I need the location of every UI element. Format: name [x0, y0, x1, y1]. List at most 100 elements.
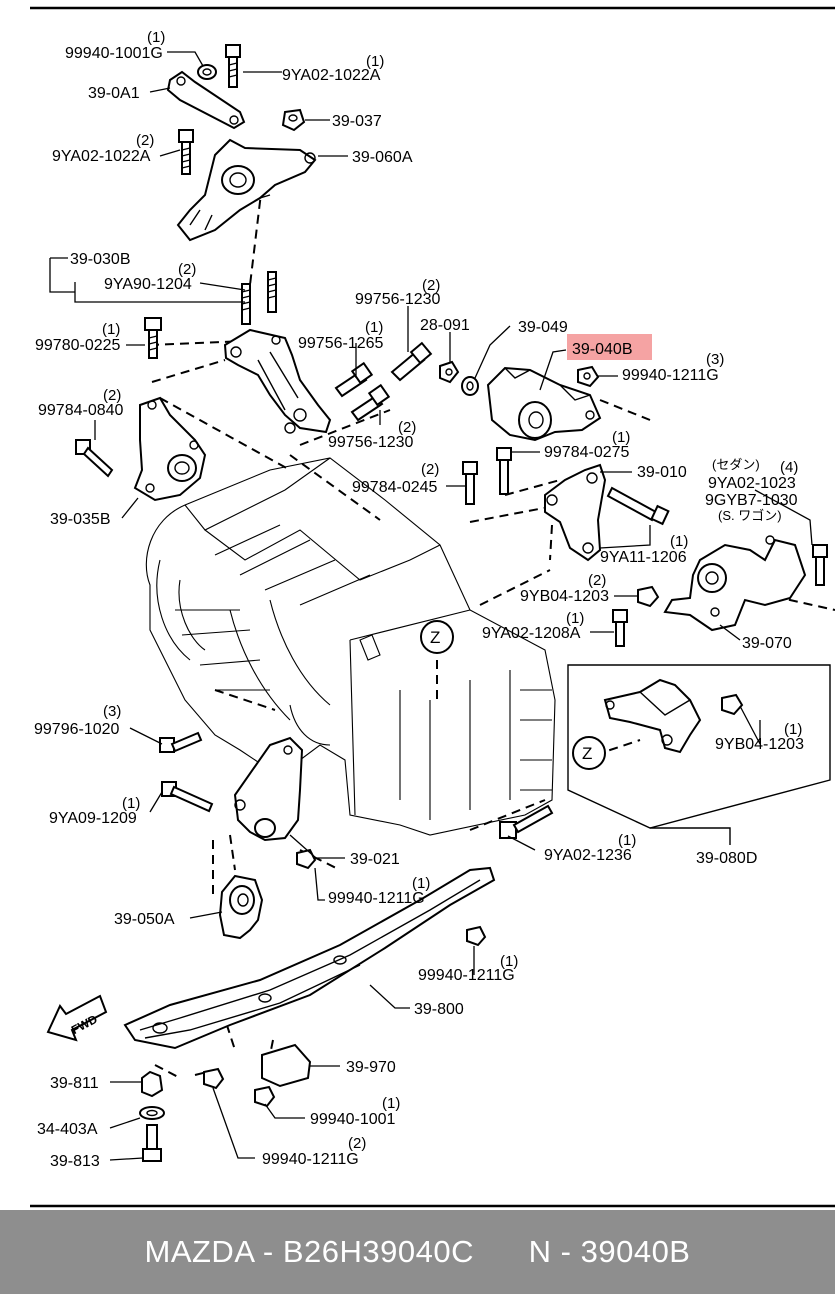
- bracket-39-035B[interactable]: [133, 396, 207, 502]
- label-9YA02-1022A-2: 9YA02-1022A: [52, 148, 151, 165]
- label-9YA02-1236: 9YA02-1236: [544, 847, 632, 864]
- qty-99940-1001: (1): [382, 1095, 400, 1112]
- stud-9YA90-1204[interactable]: [241, 271, 277, 325]
- qty-99756-1230: (2): [422, 277, 440, 294]
- qty-99784-0840: (2): [103, 387, 121, 404]
- label-99780-0225: 99780-0225: [35, 337, 121, 354]
- bolt-9YA02-1022A-2[interactable]: [178, 129, 194, 175]
- bolt-39-813[interactable]: [142, 1124, 162, 1162]
- bolt-9YA09-1209[interactable]: [161, 781, 214, 813]
- nut-99940-1211G-a[interactable]: [577, 365, 600, 388]
- bracket-39-970[interactable]: [261, 1043, 312, 1088]
- washer-39-049[interactable]: [461, 376, 479, 396]
- label-z-b: Z: [582, 744, 592, 763]
- bolt-99784-0275[interactable]: [496, 447, 512, 495]
- bolt-99756-1230[interactable]: [390, 341, 433, 382]
- bracket-39-0A1[interactable]: [166, 70, 246, 130]
- qty-99756-1265: (1): [365, 319, 383, 336]
- bolt-9YA02-1023[interactable]: [812, 544, 828, 586]
- bracket-39-010[interactable]: [544, 463, 607, 562]
- footer-bar: MAZDA - B26H39040C N - 39040B: [0, 1210, 835, 1294]
- qty-9YA02-1236: (1): [618, 832, 636, 849]
- label-99784-0275: 99784-0275: [544, 444, 630, 461]
- nut-99940-1211G-d[interactable]: [203, 1067, 225, 1090]
- bolt-99796-1020[interactable]: [159, 731, 203, 753]
- bolt-9YA02-1022A[interactable]: [225, 44, 241, 88]
- qty-99784-0275: (1): [612, 429, 630, 446]
- label-34-403A: 34-403A: [37, 1121, 98, 1138]
- qty-9YB04-1203-b: (1): [784, 721, 802, 738]
- footer-part-number: N - 39040B: [528, 1234, 691, 1269]
- mount-39-050A[interactable]: [218, 874, 264, 940]
- label-28-091: 28-091: [420, 317, 470, 334]
- qty-99940-1001G: (1): [147, 29, 165, 46]
- bolt-99756-1265[interactable]: [334, 361, 374, 398]
- label-39-060A: 39-060A: [352, 149, 413, 166]
- label-sedan: (セダン): [712, 457, 760, 472]
- label-9GYB7-1030: 9GYB7-1030: [705, 492, 798, 509]
- z-marker-a: [420, 620, 454, 654]
- nut-99940-1001[interactable]: [254, 1085, 276, 1108]
- label-9YA90-1204: 9YA90-1204: [104, 276, 192, 293]
- inset-39-080D: [567, 664, 831, 845]
- nut-28-091[interactable]: [439, 360, 460, 384]
- label-99756-1230: 99756-1230: [355, 291, 441, 308]
- label-39-035B: 39-035B: [50, 511, 111, 528]
- qty-9YA02-1022A-2: (2): [136, 132, 154, 149]
- bolt-99784-0245[interactable]: [462, 461, 478, 505]
- qty-9YA02-1023: (4): [780, 459, 798, 476]
- label-39-050A: 39-050A: [114, 911, 175, 928]
- label-39-021: 39-021: [350, 851, 400, 868]
- qty-99940-1211G-d: (2): [348, 1135, 366, 1152]
- label-39-070: 39-070: [742, 635, 792, 652]
- nut-9YB04-1203-b[interactable]: [721, 693, 744, 716]
- qty-9YA09-1209: (1): [122, 795, 140, 812]
- label-z-a: Z: [430, 628, 440, 647]
- leader-lines: [49, 51, 813, 1161]
- footer-brand-code: MAZDA - B26H39040C: [144, 1234, 474, 1269]
- label-9YB04-1203-b: 9YB04-1203: [715, 736, 804, 753]
- part-labels: (1) 99940-1001G (1) 9YA02-1022A 39-0A1 3…: [34, 29, 804, 1170]
- label-39-040B: 39-040B: [572, 341, 633, 358]
- nut-99940-1211G-b[interactable]: [296, 848, 317, 870]
- qty-99796-1020: (3): [103, 703, 121, 720]
- label-99756-1230-b: 99756-1230: [328, 434, 414, 451]
- label-39-0A1: 39-0A1: [88, 85, 140, 102]
- bolt-9YA11-1206[interactable]: [606, 486, 670, 526]
- label-99784-0245: 99784-0245: [352, 479, 438, 496]
- label-99756-1265: 99756-1265: [298, 335, 384, 352]
- bracket-39-080D[interactable]: [603, 678, 702, 754]
- qty-9YA90-1204: (2): [178, 261, 196, 278]
- crossmember-39-800[interactable]: [123, 866, 496, 1050]
- bolt-9YA02-1208A[interactable]: [612, 609, 628, 647]
- bolt-99756-1230-b[interactable]: [350, 383, 391, 422]
- label-9YA02-1022A: 9YA02-1022A: [282, 67, 381, 84]
- bushing-39-811[interactable]: [141, 1070, 164, 1098]
- washer-34-403A[interactable]: [139, 1106, 165, 1120]
- qty-99940-1211G-b: (1): [412, 875, 430, 892]
- nut-39-037[interactable]: [281, 108, 306, 132]
- label-39-010: 39-010: [637, 464, 687, 481]
- qty-99940-1211G-c: (1): [500, 953, 518, 970]
- qty-9YA11-1206: (1): [670, 533, 688, 550]
- label-9YA11-1206: 9YA11-1206: [600, 549, 687, 566]
- bolt-99784-0840[interactable]: [75, 439, 114, 478]
- qty-99780-0225: (1): [102, 321, 120, 338]
- assembly-dash-lines: [149, 184, 835, 1081]
- nut-9YB04-1203-a[interactable]: [637, 585, 660, 608]
- bracket-39-030B[interactable]: [223, 328, 332, 434]
- mount-39-060A[interactable]: [176, 138, 317, 242]
- label-9YB04-1203-a: 9YB04-1203: [520, 588, 609, 605]
- nut-99940-1211G-c[interactable]: [466, 925, 487, 947]
- label-9YA09-1209: 9YA09-1209: [49, 810, 137, 827]
- label-39-800: 39-800: [414, 1001, 464, 1018]
- mount-39-040B[interactable]: [486, 366, 602, 442]
- label-99940-1001: 99940-1001: [310, 1111, 396, 1128]
- nut-99940-1001G[interactable]: [197, 64, 217, 80]
- bolt-99780-0225[interactable]: [144, 317, 162, 359]
- bolt-9YA02-1236[interactable]: [499, 804, 554, 839]
- qty-99784-0245: (2): [421, 461, 439, 478]
- mount-39-070[interactable]: [663, 535, 807, 632]
- label-39-813: 39-813: [50, 1153, 100, 1170]
- bracket-39-021[interactable]: [233, 736, 304, 842]
